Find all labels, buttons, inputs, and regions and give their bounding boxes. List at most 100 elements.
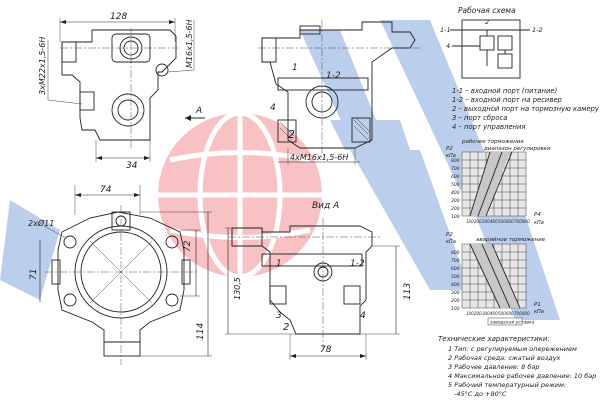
chart1-xtick: 200 bbox=[474, 219, 482, 224]
chart2-xtick: 600 bbox=[506, 311, 514, 316]
port-label-4: 4 bbox=[270, 103, 276, 113]
port-label-2: 2 bbox=[288, 128, 295, 141]
dim-130-5: 130,5 bbox=[233, 277, 242, 300]
spec-item: 2 Рабочая среда: сжатый воздух bbox=[448, 354, 561, 362]
chart1-ytick: 700 bbox=[451, 166, 460, 172]
legend-item: 1-1 – входной порт (питание) bbox=[452, 87, 557, 95]
technical-specs: Технические характеристики: 1 Тип: с рег… bbox=[438, 335, 596, 398]
chart2-title: аварийное торможение bbox=[476, 237, 546, 243]
view-a-port-1: 1 bbox=[276, 259, 282, 269]
chart1-title-left: рабочее торможение bbox=[461, 139, 524, 145]
chart2-x-unit: кПа bbox=[534, 309, 544, 315]
chart1-ytick: 600 bbox=[451, 174, 460, 180]
watermark-letters bbox=[0, 20, 560, 320]
port-label-1: 1 bbox=[292, 63, 298, 73]
chart2-xtick: 400 bbox=[490, 311, 498, 316]
specs-title: Технические характеристики: bbox=[438, 335, 550, 343]
chart1-y-unit: кПа bbox=[446, 153, 456, 159]
chart1-ytick: 400 bbox=[451, 190, 460, 196]
watermark-logo bbox=[0, 20, 560, 320]
chart2-xtick: 300 bbox=[482, 311, 490, 316]
thread-left-label: 3хМ22х1,5-6Н bbox=[38, 37, 47, 95]
dim-71: 71 bbox=[29, 269, 39, 280]
spec-item: 3 Рабочее давление: 8 бар bbox=[448, 363, 540, 371]
schematic-label-1-2: 1-2 bbox=[532, 26, 543, 34]
chart2-ytick: 800 bbox=[451, 250, 460, 256]
legend-item: 1-2 – входной порт на ресивер bbox=[452, 96, 562, 104]
chart1-x-ticks: 100 200 300 400 500 600 700 800 bbox=[466, 219, 530, 224]
chart2-ytick: 600 bbox=[451, 266, 460, 272]
front-view: 128 34 3хМ22х1,5-6Н М16х1,5-6Н А bbox=[38, 12, 205, 171]
watermark-globe bbox=[158, 110, 322, 280]
chart2-factory-setting-note: заводская уставка bbox=[490, 321, 535, 326]
chart1-ytick: 800 bbox=[451, 158, 460, 164]
chart1-ytick: 100 bbox=[451, 214, 460, 220]
chart2-ytick: 400 bbox=[451, 282, 460, 288]
dim-113: 113 bbox=[403, 283, 413, 300]
schematic-title: Рабочая схема bbox=[458, 6, 516, 15]
legend-item: 2 – выходной порт на тормозную камеру bbox=[452, 105, 600, 113]
dim-34: 34 bbox=[126, 161, 138, 171]
chart2-xtick: 200 bbox=[474, 311, 482, 316]
chart1-xtick: 300 bbox=[482, 219, 490, 224]
schematic-label-4: 4 bbox=[446, 42, 450, 50]
legend-item: 4 – порт управления bbox=[452, 123, 526, 131]
legend-item: 3 – порт сброса bbox=[452, 114, 507, 122]
thread-right-label: М16х1,5-6Н bbox=[185, 19, 194, 68]
chart1-x-axis-label: P4 bbox=[534, 212, 541, 218]
chart1-xtick: 400 bbox=[490, 219, 498, 224]
chart1-y-axis-label: P2 bbox=[446, 146, 453, 152]
chart2-xtick: 500 bbox=[498, 311, 506, 316]
chart1-x-unit: кПа bbox=[534, 220, 544, 226]
chart-service-braking: рабочее торможение диапазон регулировки … bbox=[446, 139, 551, 226]
port-label-1-2: 1-2 bbox=[326, 71, 341, 81]
chart1-xtick: 600 bbox=[506, 219, 514, 224]
schematic-label-1-1: 1-1 bbox=[440, 26, 451, 34]
chart1-ytick: 300 bbox=[451, 198, 460, 204]
spec-item: 5 Рабочий температурный режим: bbox=[448, 381, 566, 389]
chart1-ytick: 200 bbox=[451, 206, 460, 212]
dim-74: 74 bbox=[100, 185, 112, 195]
dim-114: 114 bbox=[196, 323, 206, 340]
chart1-ytick: 500 bbox=[451, 182, 460, 188]
spec-item: 1 Тип: с регулируемым опережением bbox=[448, 345, 577, 353]
chart2-ytick: 300 bbox=[451, 290, 460, 296]
dim-72: 72 bbox=[183, 240, 193, 252]
chart1-y-ticks: 800 700 600 500 400 300 200 100 bbox=[451, 158, 460, 220]
chart-emergency-braking: аварийное торможение P2 кПа P1 кПа 800 7… bbox=[446, 232, 546, 326]
chart1-xtick: 100 bbox=[466, 219, 474, 224]
port-legend: 1-1 – входной порт (питание) 1-2 – входн… bbox=[452, 87, 600, 131]
view-a-title: Вид А bbox=[312, 201, 339, 211]
working-schematic: Рабочая схема 1-1 1-2 4 2 bbox=[440, 6, 543, 79]
chart2-y-unit: кПа bbox=[446, 239, 456, 245]
chart2-ytick: 200 bbox=[451, 298, 460, 304]
view-a-port-4: 4 bbox=[360, 311, 366, 321]
dim-78: 78 bbox=[320, 345, 332, 355]
hole-spec-label: 2хØ11 bbox=[28, 218, 54, 228]
chart2-x-axis-label: P1 bbox=[534, 302, 541, 308]
chart2-y-axis-label: P2 bbox=[446, 232, 453, 238]
side-view: 1 1-2 2 4 4хМ16х1,5-6Н bbox=[258, 20, 420, 165]
chart2-ytick: 700 bbox=[451, 258, 460, 264]
spec-item: 4 Максимальное рабочее давление: 10 бар bbox=[448, 372, 596, 380]
chart1-xtick: 800 bbox=[522, 219, 530, 224]
chart2-xtick: 800 bbox=[522, 311, 530, 316]
chart2-xtick: 700 bbox=[514, 311, 522, 316]
chart2-ytick: 100 bbox=[451, 306, 460, 312]
section-a-marker: А bbox=[195, 106, 202, 116]
thread-bottom-label: 4хМ16х1,5-6Н bbox=[290, 153, 348, 162]
view-a: Вид А 1 1-2 2 3 4 130,5 113 78 bbox=[225, 201, 413, 360]
chart2-y-ticks: 800 700 600 500 400 300 200 100 bbox=[451, 250, 460, 312]
top-view: 74 2хØ11 72 71 114 bbox=[28, 185, 212, 365]
dim-128: 128 bbox=[110, 12, 127, 22]
chart1-title-right: диапазон регулировки bbox=[483, 146, 551, 152]
chart2-xtick: 100 bbox=[466, 311, 474, 316]
chart2-ytick: 500 bbox=[451, 274, 460, 280]
chart2-x-ticks: 100 200 300 400 500 600 700 800 bbox=[466, 311, 530, 316]
view-a-port-2: 2 bbox=[283, 322, 289, 333]
schematic-label-2: 2 bbox=[485, 18, 489, 26]
view-a-port-3: 3 bbox=[276, 311, 282, 321]
spec-item: -45°С до +80°С bbox=[454, 390, 507, 398]
chart1-xtick: 500 bbox=[498, 219, 506, 224]
